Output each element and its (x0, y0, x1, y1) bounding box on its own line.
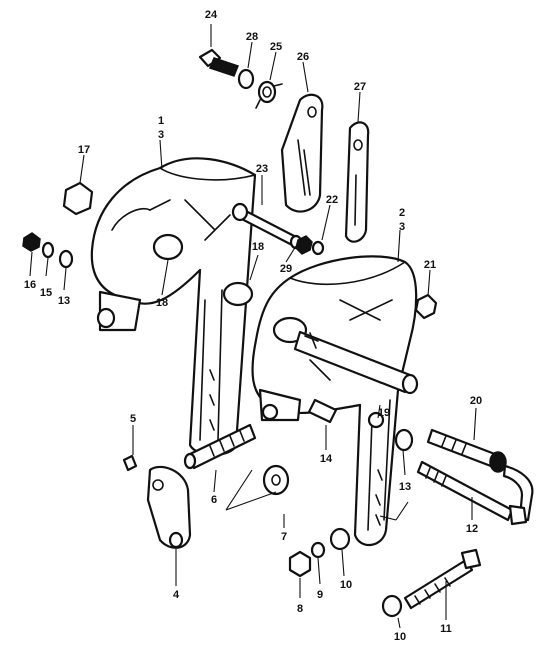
washer-28 (237, 68, 255, 90)
label-9: 9 (317, 589, 323, 601)
label-16: 16 (24, 279, 36, 291)
label-25: 25 (270, 41, 282, 53)
leader-lines (29, 24, 477, 629)
washer-15 (41, 241, 55, 259)
label-13-right: 13 (399, 481, 411, 493)
bolt-23 (231, 202, 303, 250)
callout-labels: 24 28 25 26 27 1 3 17 23 22 2 3 18 29 21… (24, 9, 482, 643)
label-21: 21 (424, 259, 436, 271)
nut-8 (288, 550, 312, 578)
label-19: 19 (378, 407, 390, 419)
washer-13-left (58, 249, 74, 269)
label-15: 15 (40, 287, 52, 299)
label-14: 14 (320, 453, 333, 465)
label-1: 1 (158, 115, 164, 127)
label-12: 12 (466, 523, 478, 535)
washer-7 (262, 464, 290, 496)
label-27: 27 (354, 81, 366, 93)
label-24: 24 (205, 9, 218, 21)
through-shaft (293, 330, 419, 395)
nut-29 (295, 235, 313, 255)
washer-9 (310, 541, 326, 559)
nut-21 (414, 293, 438, 320)
label-26: 26 (297, 51, 309, 63)
label-3-left: 3 (158, 129, 164, 141)
label-8: 8 (297, 603, 303, 615)
link-plate-26 (280, 93, 324, 213)
washer-10-upper (329, 527, 351, 551)
clamp-block-4 (146, 465, 192, 549)
nut-17 (62, 181, 94, 216)
spring-25 (255, 80, 283, 109)
label-23: 23 (256, 163, 268, 175)
bolt-11 (403, 548, 482, 610)
washer-10-lower (381, 594, 403, 618)
label-10-lower: 10 (394, 631, 406, 643)
nut-16 (22, 232, 41, 252)
label-18-upper: 18 (252, 241, 264, 253)
label-3-right: 3 (399, 221, 405, 233)
label-2: 2 (399, 207, 405, 219)
link-plate-27 (344, 121, 370, 243)
label-10-upper: 10 (340, 579, 352, 591)
label-17: 17 (78, 144, 90, 156)
label-22: 22 (326, 194, 338, 206)
clamp-bracket-right (251, 255, 418, 546)
thumb-screw-shaft (183, 423, 257, 470)
pin-5 (122, 454, 138, 472)
label-7: 7 (281, 531, 287, 543)
label-28: 28 (246, 31, 258, 43)
bolt-24 (198, 48, 239, 77)
label-4: 4 (173, 589, 180, 601)
label-18-lower: 18 (156, 297, 168, 309)
washer-22 (311, 240, 325, 256)
label-11: 11 (440, 623, 452, 635)
label-6: 6 (211, 494, 217, 506)
label-13-left: 13 (58, 295, 70, 307)
clamp-bracket-left (90, 157, 257, 456)
pin-14 (307, 398, 338, 424)
label-5: 5 (130, 413, 136, 425)
label-29: 29 (280, 263, 292, 275)
bolt-12 (416, 460, 528, 526)
label-20: 20 (470, 395, 482, 407)
